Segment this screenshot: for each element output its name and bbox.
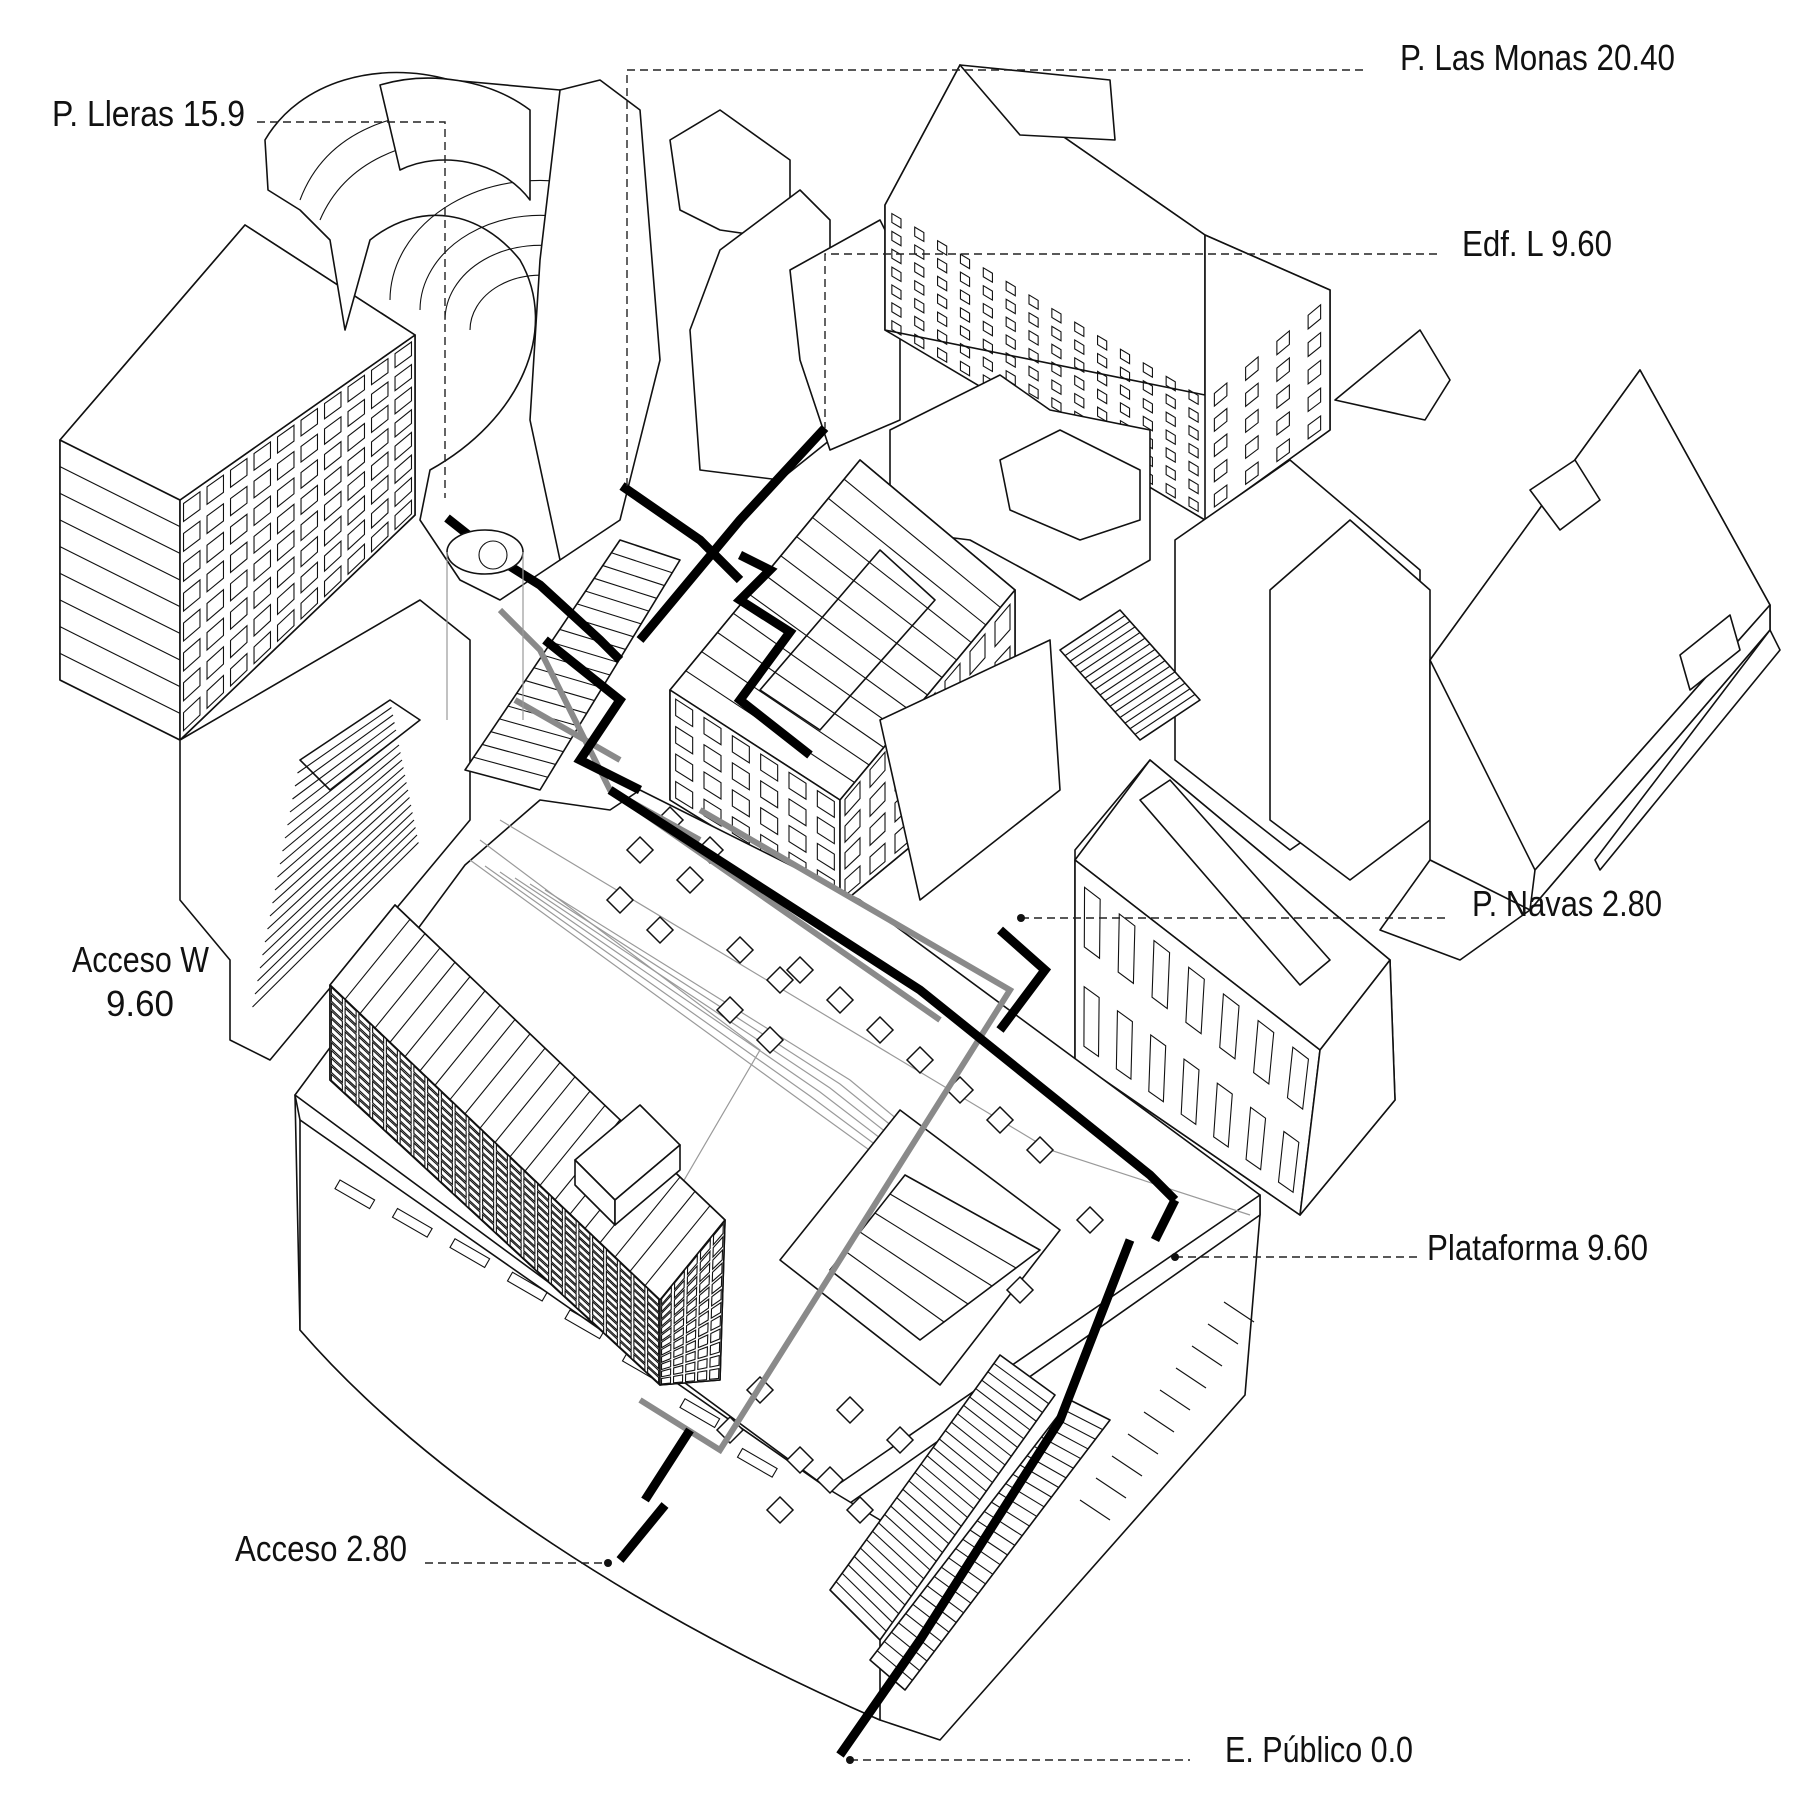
leader-lines [257,69,1450,1761]
context-buildings [59,64,1781,1216]
mid-east-buildings [889,374,1151,601]
label-p-navas: P. Navas 2.80 [1472,883,1662,924]
label-acceso-w-level: 9.60 [106,983,174,1024]
east-stairs [1059,609,1201,741]
west-office-building [59,224,416,741]
platform-courtyard-void [779,1109,1061,1386]
label-p-lleras: P. Lleras 15.9 [52,93,245,134]
level-labels: P. Lleras 15.9 P. Las Monas 20.40 Edf. L… [52,37,1675,1770]
label-edf-l: Edf. L 9.60 [1462,223,1612,264]
amphitheatre-plaza [264,71,631,601]
circulation-routes [444,424,1180,1758]
leader-dots [604,914,1179,1764]
edificio-l-building [884,64,1331,521]
glass-tower [329,904,726,1386]
label-p-las-monas: P. Las Monas 20.40 [1400,37,1675,78]
label-acceso-w: Acceso W [72,939,209,980]
vertical-core-lleras [446,529,524,720]
central-courtyard-building [669,459,1061,906]
label-plataforma: Plataforma 9.60 [1427,1227,1648,1268]
plaza-navas-building [1074,759,1396,1216]
label-acceso: Acceso 2.80 [235,1528,407,1569]
west-lower-block [179,599,471,1061]
label-e-publico: E. Público 0.0 [1225,1729,1413,1770]
east-buildings [1174,329,1781,961]
